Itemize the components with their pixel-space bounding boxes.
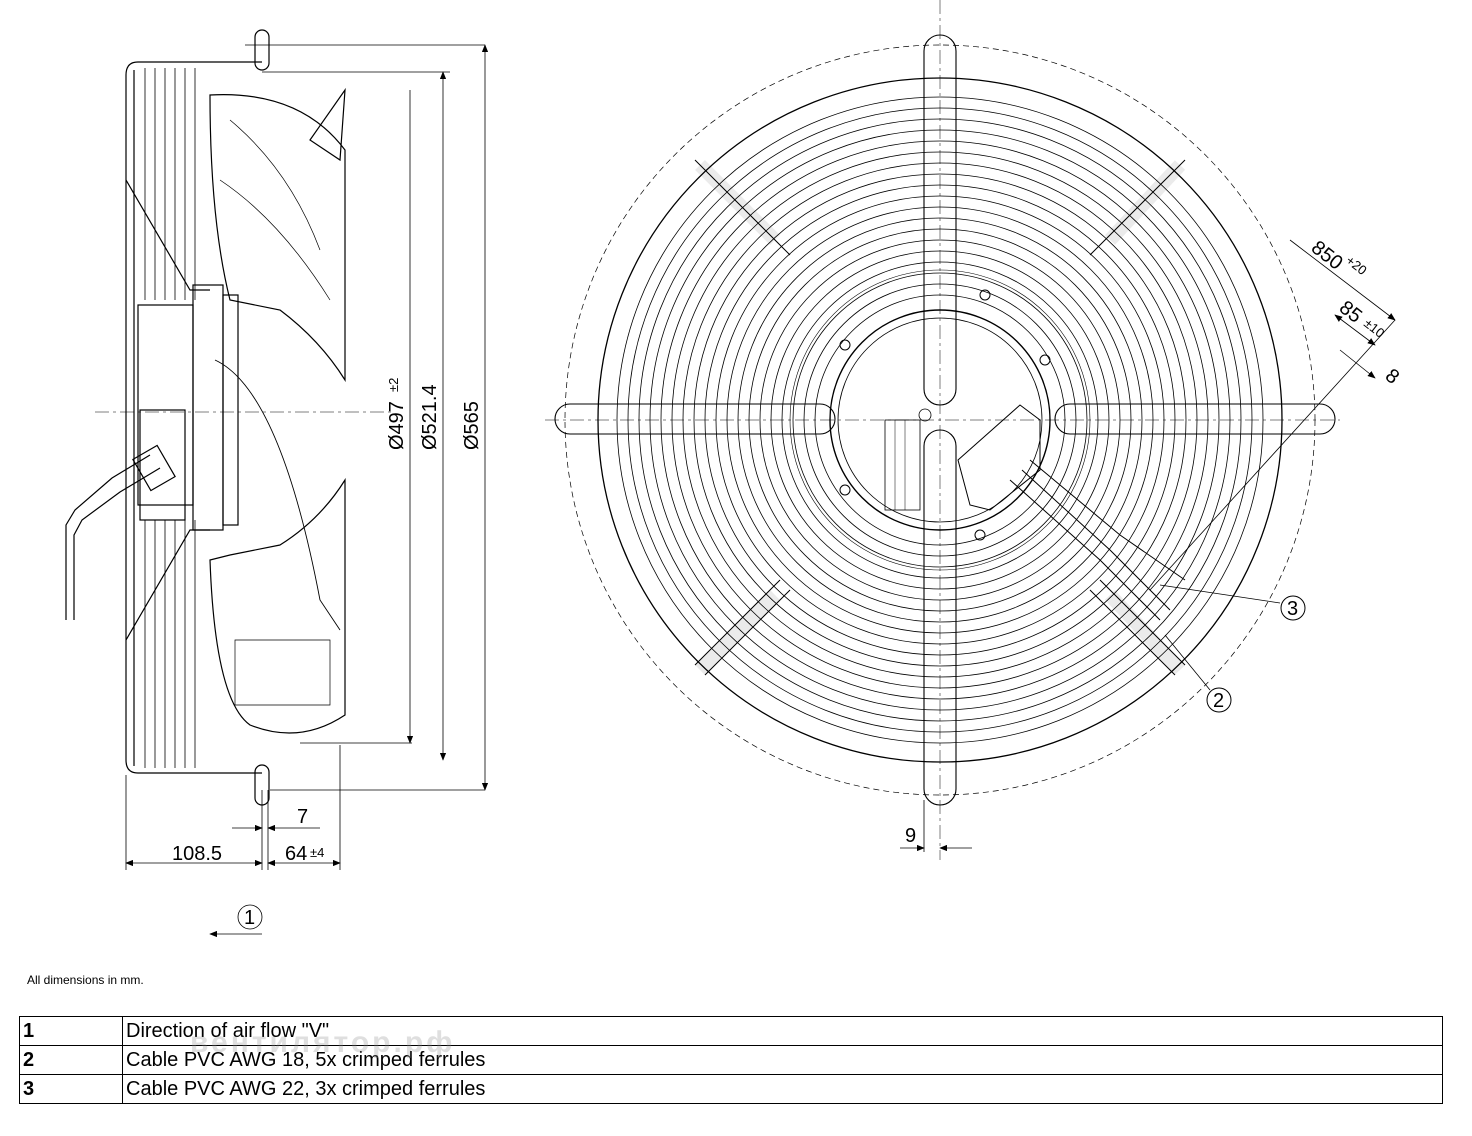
dim-r850: 850: [1307, 237, 1347, 275]
grille-ring: [792, 272, 1088, 568]
grille-wires-side: [144, 68, 196, 768]
legend-text: Cable PVC AWG 22, 3x crimped ferrules: [122, 1074, 1443, 1104]
dim-r8: 8: [1381, 365, 1403, 389]
legend-number: 1: [19, 1016, 123, 1046]
units-note: All dimensions in mm.: [27, 973, 144, 987]
dim-d565: Ø565: [461, 401, 483, 450]
legend-number: 3: [19, 1074, 123, 1104]
callout-3: 3: [1287, 598, 1298, 620]
grille-ring: [693, 173, 1187, 667]
dim-d497-tolerance: ±2: [386, 378, 401, 392]
dim-7: 7: [297, 806, 308, 828]
dim-d521: Ø521.4: [419, 384, 441, 450]
front-view: [545, 0, 1396, 860]
legend-row: 3 Cable PVC AWG 22, 3x crimped ferrules: [19, 1074, 1443, 1104]
callout-1: 1: [244, 907, 255, 929]
side-view-dimensions: [125, 44, 489, 938]
legend-text: Cable PVC AWG 18, 5x crimped ferrules: [122, 1045, 1443, 1075]
dim-9: 9: [905, 825, 916, 847]
dim-64-tolerance: ±4: [310, 845, 324, 860]
dim-r85: 85: [1335, 297, 1366, 328]
watermark: вентилятор.рф: [190, 1026, 456, 1059]
fan-technical-drawing: Ø497 ±2 Ø521.4 Ø565 7 108.5 64 ±4 1: [65, 0, 1403, 938]
dim-d497: Ø497: [386, 401, 408, 450]
side-view: [65, 29, 395, 806]
dim-108-5: 108.5: [172, 843, 222, 865]
grille-ring: [660, 140, 1220, 700]
legend-row: 2 Cable PVC AWG 18, 5x crimped ferrules: [19, 1045, 1443, 1075]
legend-number: 2: [19, 1045, 123, 1075]
callout-2: 2: [1213, 690, 1224, 712]
motor-hub: [829, 309, 1051, 531]
legend-table: 1 Direction of air flow "V" 2 Cable PVC …: [19, 1016, 1443, 1104]
dim-64: 64: [285, 843, 307, 865]
dim-r85-tolerance: ±10: [1361, 316, 1387, 341]
